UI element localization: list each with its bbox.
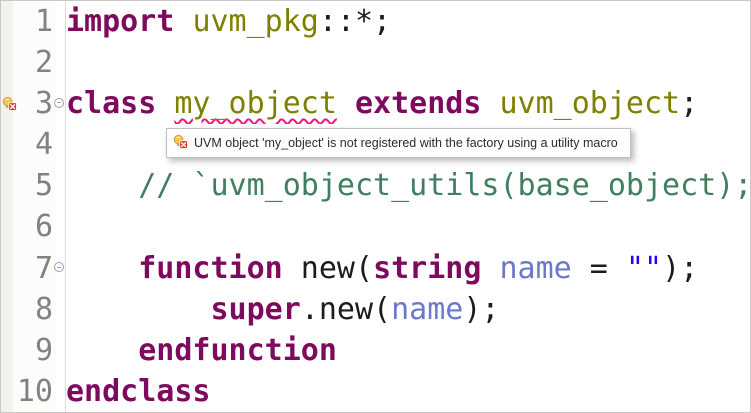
code-line-row: 5 // `uvm_object_utils(base_object); bbox=[1, 165, 750, 207]
code-line-row: 8 super.new(name); bbox=[1, 288, 750, 330]
error-tooltip: UVM object 'my_object' is not registered… bbox=[166, 128, 631, 158]
code-token: ); bbox=[662, 250, 699, 286]
annotation-ruler-cell bbox=[1, 1, 13, 43]
code-token: ); bbox=[463, 291, 500, 327]
code-token: = bbox=[571, 250, 626, 286]
code-token: // `uvm_object_utils(base_object); bbox=[138, 168, 750, 204]
code-token: string bbox=[373, 250, 482, 286]
line-number[interactable]: 4 bbox=[13, 124, 56, 166]
code-token: ::*; bbox=[318, 4, 392, 39]
fold-ruler-cell bbox=[56, 289, 65, 330]
annotation-ruler-cell bbox=[1, 370, 13, 412]
line-number[interactable]: 1 bbox=[13, 1, 56, 43]
annotation-ruler-cell bbox=[1, 288, 13, 330]
line-number[interactable]: 9 bbox=[13, 329, 56, 371]
code-token: my_object bbox=[174, 86, 337, 122]
code-line[interactable]: super.new(name); bbox=[65, 288, 750, 330]
fold-collapse-icon[interactable] bbox=[54, 262, 64, 273]
code-token bbox=[174, 4, 192, 39]
code-line-row: 9 endfunction bbox=[1, 329, 750, 371]
code-line[interactable]: // `uvm_object_utils(base_object); bbox=[65, 165, 750, 207]
code-token: ; bbox=[680, 86, 699, 122]
annotation-ruler-cell bbox=[1, 83, 17, 125]
line-number[interactable]: 5 bbox=[13, 165, 56, 207]
annotation-ruler-cell bbox=[1, 247, 13, 289]
fold-ruler-cell bbox=[56, 165, 65, 206]
annotation-ruler-cell bbox=[1, 165, 13, 207]
fold-ruler-cell bbox=[54, 83, 65, 124]
code-token: name bbox=[499, 250, 572, 286]
code-line-row: 10 endclass bbox=[1, 370, 750, 412]
code-token bbox=[66, 251, 138, 286]
fold-ruler-cell bbox=[56, 42, 65, 83]
line-number[interactable]: 3 bbox=[13, 83, 56, 125]
code-token bbox=[66, 333, 138, 368]
code-line[interactable] bbox=[65, 42, 750, 84]
line-number[interactable]: 2 bbox=[13, 42, 56, 84]
code-token: class bbox=[66, 86, 157, 122]
code-line[interactable]: endclass bbox=[65, 370, 750, 412]
code-line[interactable] bbox=[65, 206, 750, 248]
code-line[interactable]: import uvm_pkg::*; bbox=[65, 1, 750, 43]
code-token: uvm_object bbox=[499, 86, 681, 122]
code-line-row: 7 function new(string name = ""); bbox=[1, 247, 750, 289]
annotation-ruler-cell bbox=[1, 42, 13, 84]
fold-ruler-cell bbox=[56, 371, 65, 412]
code-token: import bbox=[66, 4, 175, 39]
code-line-row: 2 bbox=[1, 42, 750, 84]
code-line[interactable]: function new(string name = ""); bbox=[65, 247, 750, 289]
code-token: endclass bbox=[66, 373, 211, 409]
code-line[interactable]: class my_object extends uvm_object; bbox=[65, 83, 750, 125]
code-line[interactable]: endfunction bbox=[65, 329, 750, 371]
code-token bbox=[337, 86, 355, 121]
code-token: endfunction bbox=[138, 332, 337, 368]
code-token: name bbox=[391, 291, 464, 327]
code-line-row: 6 bbox=[1, 206, 750, 248]
code-token bbox=[481, 86, 499, 121]
code-token bbox=[66, 292, 211, 327]
code-token: new( bbox=[282, 250, 374, 286]
code-token bbox=[156, 86, 174, 121]
code-line-row: 4 bbox=[1, 124, 750, 166]
error-quickfix-icon bbox=[173, 134, 188, 152]
line-number[interactable]: 10 bbox=[13, 370, 56, 412]
fold-collapse-icon[interactable] bbox=[54, 97, 64, 108]
fold-ruler-cell bbox=[56, 330, 65, 371]
code-token bbox=[481, 251, 499, 286]
annotation-ruler-cell bbox=[1, 124, 13, 166]
code-token: super bbox=[210, 291, 301, 327]
code-token: extends bbox=[355, 86, 482, 122]
annotation-ruler-cell bbox=[1, 206, 13, 248]
line-number[interactable]: 8 bbox=[13, 288, 56, 330]
code-token: uvm_pkg bbox=[192, 4, 319, 39]
tooltip-text: UVM object 'my_object' is not registered… bbox=[194, 136, 618, 150]
annotation-ruler-cell bbox=[1, 329, 13, 371]
fold-ruler-cell bbox=[56, 206, 65, 247]
code-token bbox=[66, 168, 138, 203]
fold-ruler-cell bbox=[56, 124, 65, 165]
code-token: function bbox=[138, 250, 283, 286]
code-line[interactable] bbox=[65, 124, 750, 166]
code-token: "" bbox=[625, 250, 663, 286]
fold-ruler-cell bbox=[56, 1, 65, 42]
line-number[interactable]: 6 bbox=[13, 206, 56, 248]
line-number[interactable]: 7 bbox=[13, 247, 56, 289]
code-token: .new( bbox=[300, 291, 392, 327]
fold-ruler-cell bbox=[54, 248, 65, 289]
